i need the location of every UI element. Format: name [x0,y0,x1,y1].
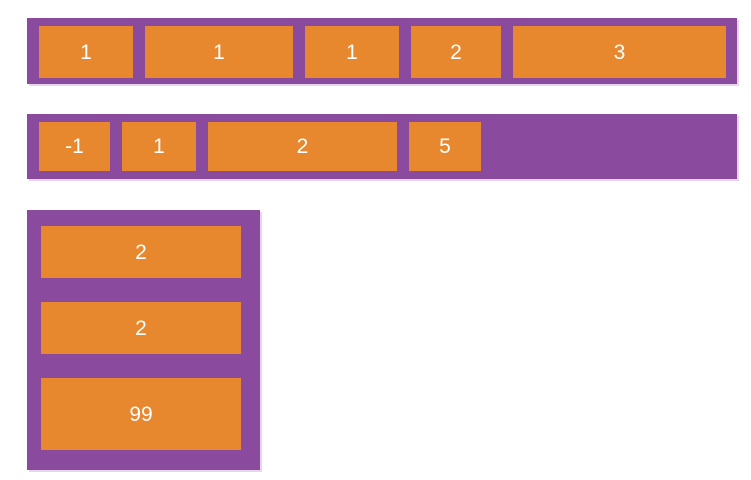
flex-item: 2 [411,26,501,78]
flex-item: 3 [513,26,726,78]
flex-container-column-3: 2 2 99 [27,210,260,470]
flex-item: 1 [122,122,196,171]
flex-item: -1 [39,122,110,171]
flex-item: 1 [145,26,293,78]
flex-item: 1 [39,26,133,78]
flex-item: 1 [305,26,399,78]
flex-item: 2 [41,226,241,278]
flex-container-row-1: 1 1 1 2 3 [27,18,737,84]
flex-item: 99 [41,378,241,450]
flex-item: 5 [409,122,481,171]
flex-item: 2 [41,302,241,354]
flex-item: 2 [208,122,397,171]
flex-container-row-2: -1 1 2 5 [27,114,737,179]
